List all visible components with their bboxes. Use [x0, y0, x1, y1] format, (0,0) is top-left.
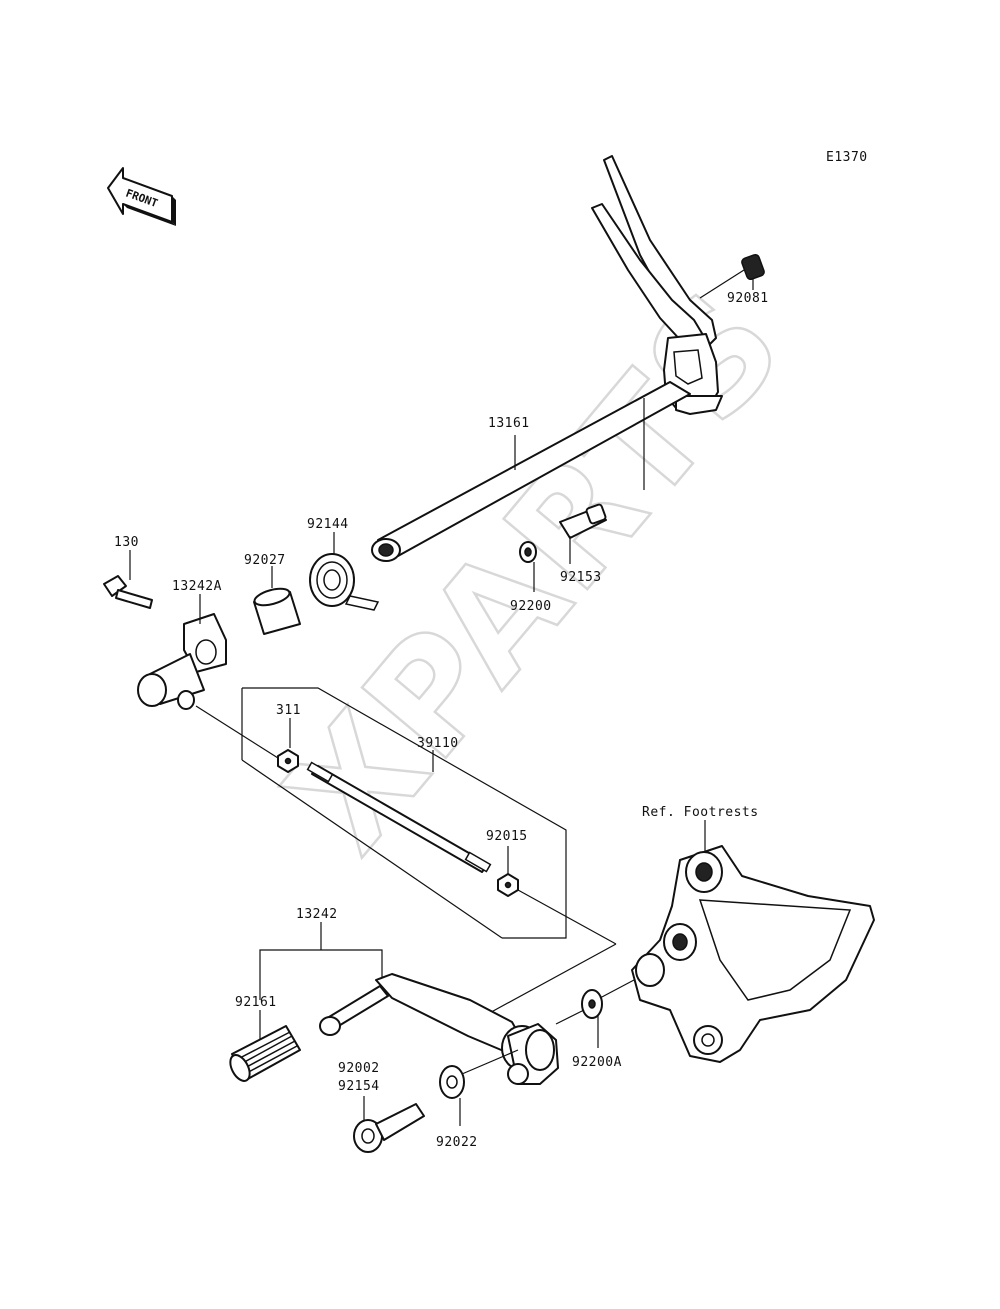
diagram-code: E1370: [826, 150, 868, 165]
collar-92027: [253, 566, 301, 635]
washer-92200: [519, 541, 537, 592]
label-92022: 92022: [436, 1135, 478, 1150]
label-13242A: 13242A: [172, 579, 222, 594]
label-130: 130: [114, 535, 139, 550]
rubber-92161: [229, 1010, 301, 1082]
bolt-130: [103, 550, 153, 609]
shift-pedal: [319, 973, 559, 1085]
pin-92153: [559, 398, 645, 564]
nut-311: [195, 705, 299, 773]
spring-pin-92081: [699, 253, 765, 299]
label-311: 311: [276, 703, 301, 718]
label-92002: 92002: [338, 1061, 380, 1076]
front-arrow-icon: FRONT: [107, 167, 176, 226]
label-92027: 92027: [244, 553, 286, 568]
label-92153: 92153: [560, 570, 602, 585]
label-92154: 92154: [338, 1079, 380, 1094]
shift-lever-arm-13242A: [137, 594, 227, 710]
label-92015: 92015: [486, 829, 528, 844]
footrest-bracket: [631, 820, 875, 1063]
washer-92200A: [555, 979, 635, 1048]
tie-rod-bracket-39110: [241, 687, 567, 939]
shift-pedal-bracket-13242: [259, 922, 383, 1000]
bolt-92002-92154: [353, 1096, 425, 1153]
label-92081: 92081: [727, 291, 769, 306]
label-92161: 92161: [235, 995, 277, 1010]
label-ref-footrests: Ref. Footrests: [642, 805, 759, 820]
shift-shaft-13161: [371, 381, 691, 562]
nut-92015: [483, 846, 617, 1017]
label-39110: 39110: [417, 736, 459, 751]
label-92144: 92144: [307, 517, 349, 532]
label-13242: 13242: [296, 907, 338, 922]
label-13161: 13161: [488, 416, 530, 431]
washer-92022: [439, 1049, 519, 1126]
label-92200A: 92200A: [572, 1055, 622, 1070]
label-92200: 92200: [510, 599, 552, 614]
tie-rod: [306, 761, 492, 873]
return-spring-92144: [309, 532, 380, 611]
